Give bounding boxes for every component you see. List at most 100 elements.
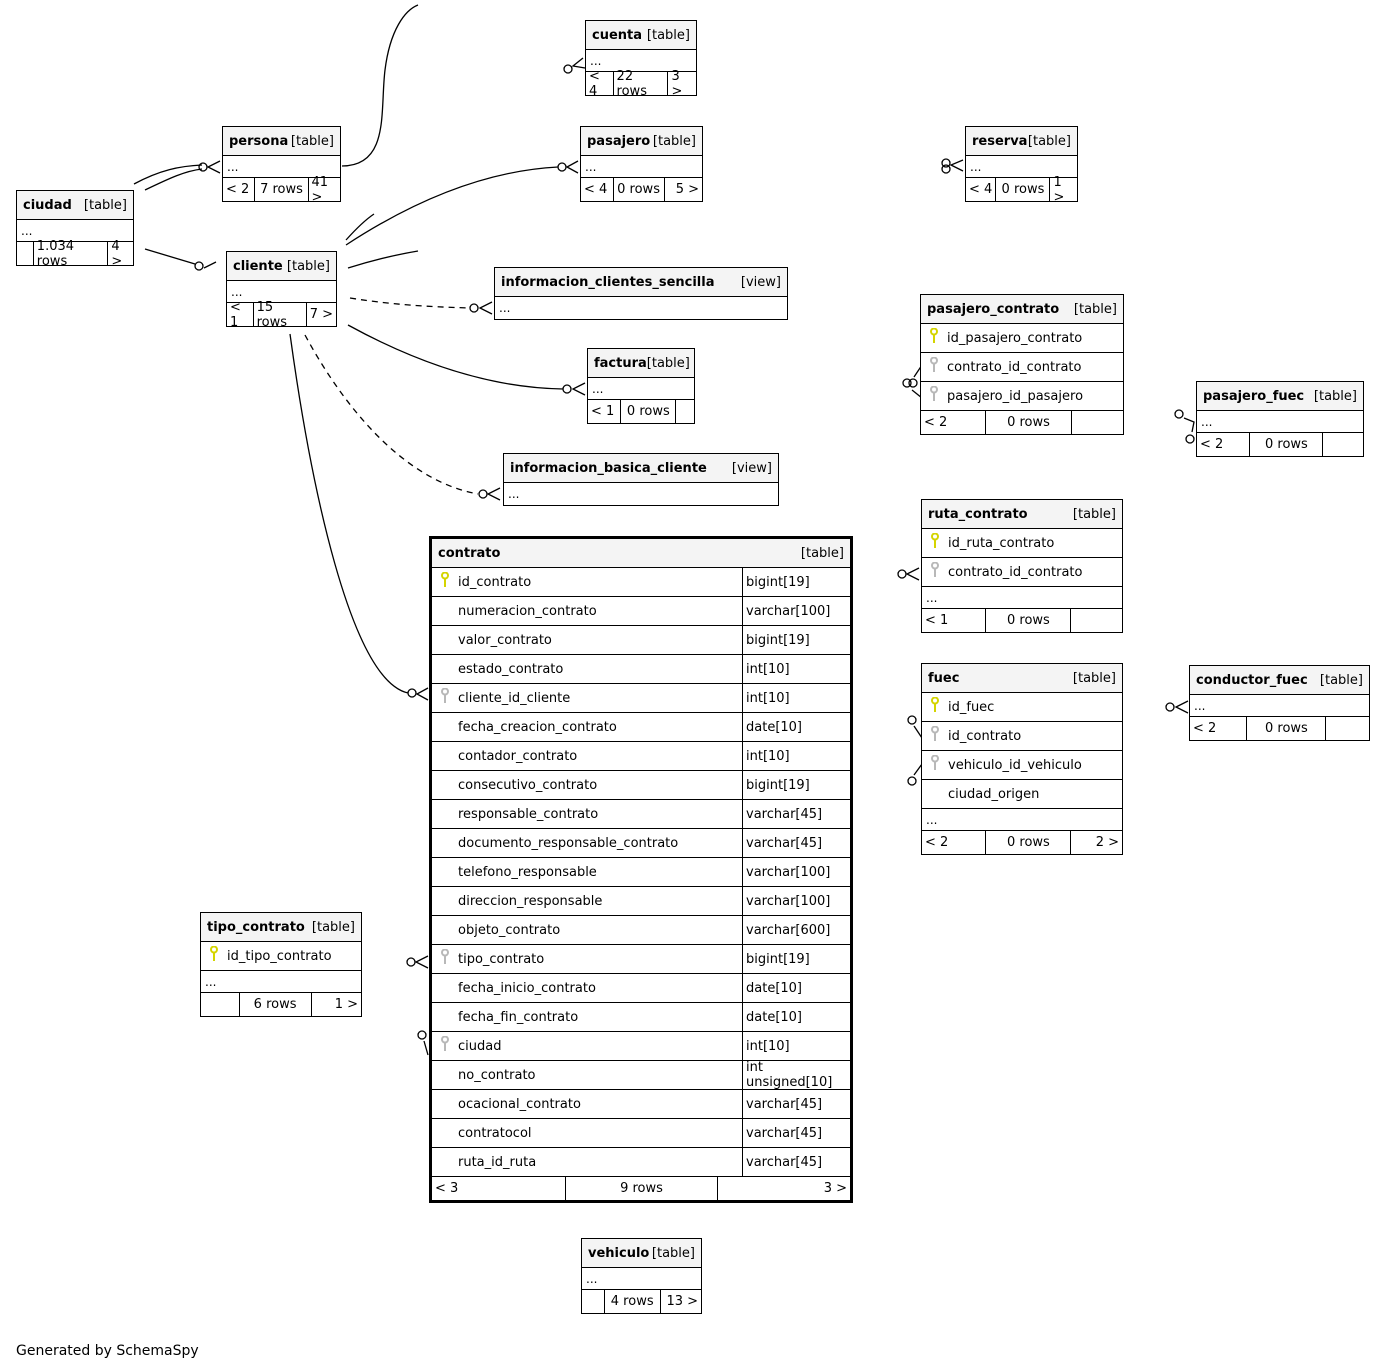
more-columns[interactable]: ... [581,156,702,178]
table-name: vehiculo [588,1245,650,1261]
column-row[interactable]: id_ruta_contrato [922,529,1122,558]
children-link[interactable]: 1 > [1049,175,1077,205]
table-pasajero_contrato[interactable]: pasajero_contrato[table]id_pasajero_cont… [920,294,1124,435]
children-link[interactable] [1071,411,1123,434]
column-row[interactable]: vehiculo_id_vehiculo [922,751,1122,780]
table-informacion_clientes_sencilla[interactable]: informacion_clientes_sencilla[view]... [494,267,788,320]
children-link[interactable]: 3 > [717,1177,850,1200]
parents-link[interactable]: < 2 [924,415,948,430]
children-link[interactable] [675,400,694,423]
more-columns[interactable]: ... [201,971,361,993]
parents-link[interactable] [582,1290,604,1313]
more-columns[interactable]: ... [582,1268,701,1290]
more-columns[interactable]: ... [588,378,694,400]
children-link[interactable]: 2 > [1070,831,1122,854]
table-header: ciudad[table] [17,191,133,220]
children-link[interactable]: 13 > [659,1290,701,1313]
parents-link[interactable]: < 2 [1193,721,1217,736]
children-link[interactable]: 7 > [305,303,336,326]
parents-link[interactable]: < 3 [435,1181,459,1196]
children-link[interactable]: 3 > [667,69,696,99]
parents-link[interactable]: < 2 [226,182,250,197]
table-header: contrato[table] [432,539,850,568]
children-link[interactable]: 41 > [307,175,340,205]
column-row[interactable]: pasajero_id_pasajero [921,382,1123,411]
parents-link[interactable] [17,242,33,265]
more-columns[interactable]: ... [227,281,336,303]
more-columns[interactable]: ... [922,587,1122,609]
parents-link[interactable]: < 4 [589,68,600,99]
column-row[interactable]: id_fuec [922,693,1122,722]
children-link[interactable]: 5 > [663,178,702,201]
column-row[interactable]: ciudad_origen [922,780,1122,809]
table-informacion_basica_cliente[interactable]: informacion_basica_cliente[view]... [503,453,779,506]
children-link[interactable] [1322,433,1363,456]
children-link[interactable] [1325,717,1369,740]
column-type: varchar[100] [742,858,850,886]
column-row[interactable]: id_tipo_contrato [201,942,361,971]
more-columns[interactable]: ... [966,156,1077,178]
more-columns[interactable]: ... [922,809,1122,831]
column-row[interactable]: id_pasajero_contrato [921,324,1123,353]
parents-link[interactable]: < 2 [925,835,949,850]
more-columns[interactable]: ... [223,156,340,178]
more-columns[interactable]: ... [1197,411,1363,433]
parents-link[interactable]: < 4 [584,182,608,197]
column-row[interactable]: contrato_id_contrato [922,558,1122,587]
children-link[interactable]: 1 > [310,993,361,1016]
parents-link[interactable]: < 2 [1200,437,1224,452]
parents-link[interactable]: < 4 [969,182,993,197]
children-link[interactable] [1070,609,1122,632]
parents-link[interactable]: < 1 [591,404,615,419]
parents-link[interactable] [201,993,239,1016]
parents-link[interactable]: < 1 [230,299,241,330]
more-columns[interactable]: ... [499,301,511,315]
table-tipo_contrato[interactable]: tipo_contrato[table]id_tipo_contrato...6… [200,912,362,1017]
more-columns[interactable]: ... [586,50,696,72]
column-row[interactable]: id_contrato [922,722,1122,751]
more-columns[interactable]: ... [1190,695,1369,717]
more-columns[interactable]: ... [17,220,133,242]
children-link[interactable]: 4 > [107,239,133,269]
primary-key-icon [929,327,939,348]
column-row[interactable]: contrato_id_contrato [921,353,1123,382]
parents-link[interactable]: < 1 [925,613,949,628]
more-columns[interactable]: ... [508,487,520,501]
